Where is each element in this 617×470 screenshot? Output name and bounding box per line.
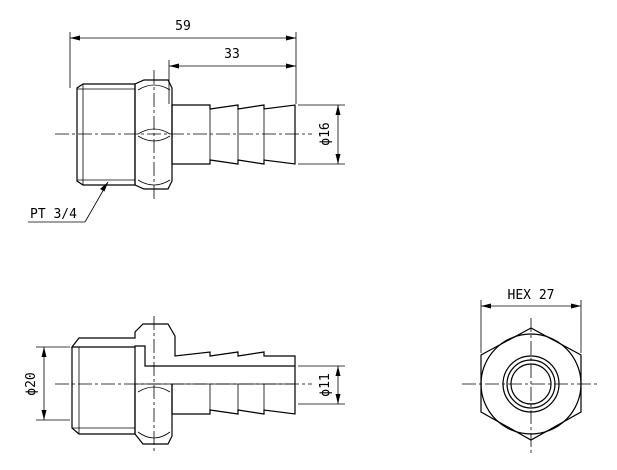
dimension-59: 59: [69, 19, 297, 104]
hex-nut-top: [134, 79, 173, 190]
section-view: ϕ20 ϕ11: [24, 316, 345, 452]
dim-text-hex27: HEX 27: [508, 288, 555, 303]
dimension-phi20: ϕ20: [24, 346, 70, 421]
section-lower-half: [71, 347, 296, 445]
dimension-33: 33: [168, 47, 296, 104]
dim-text-59: 59: [175, 19, 191, 34]
hose-barb-top: [171, 104, 296, 165]
top-view: 59 33 ϕ16 PT 3/4: [28, 19, 345, 223]
dimension-hex27: HEX 27: [480, 288, 582, 353]
section-hatch: [70, 323, 296, 367]
end-view: HEX 27: [462, 288, 600, 456]
thread-callout: PT 3/4: [28, 181, 109, 223]
dim-text-phi11: ϕ11: [318, 373, 333, 396]
dim-text-phi20: ϕ20: [24, 372, 39, 395]
dim-text-33: 33: [224, 47, 240, 62]
dim-text-phi16: ϕ16: [318, 122, 333, 145]
dimension-phi11: ϕ11: [298, 365, 345, 405]
thread-body-top: [76, 83, 136, 186]
thread-spec-label: PT 3/4: [30, 207, 77, 222]
dimension-phi16: ϕ16: [298, 104, 345, 165]
